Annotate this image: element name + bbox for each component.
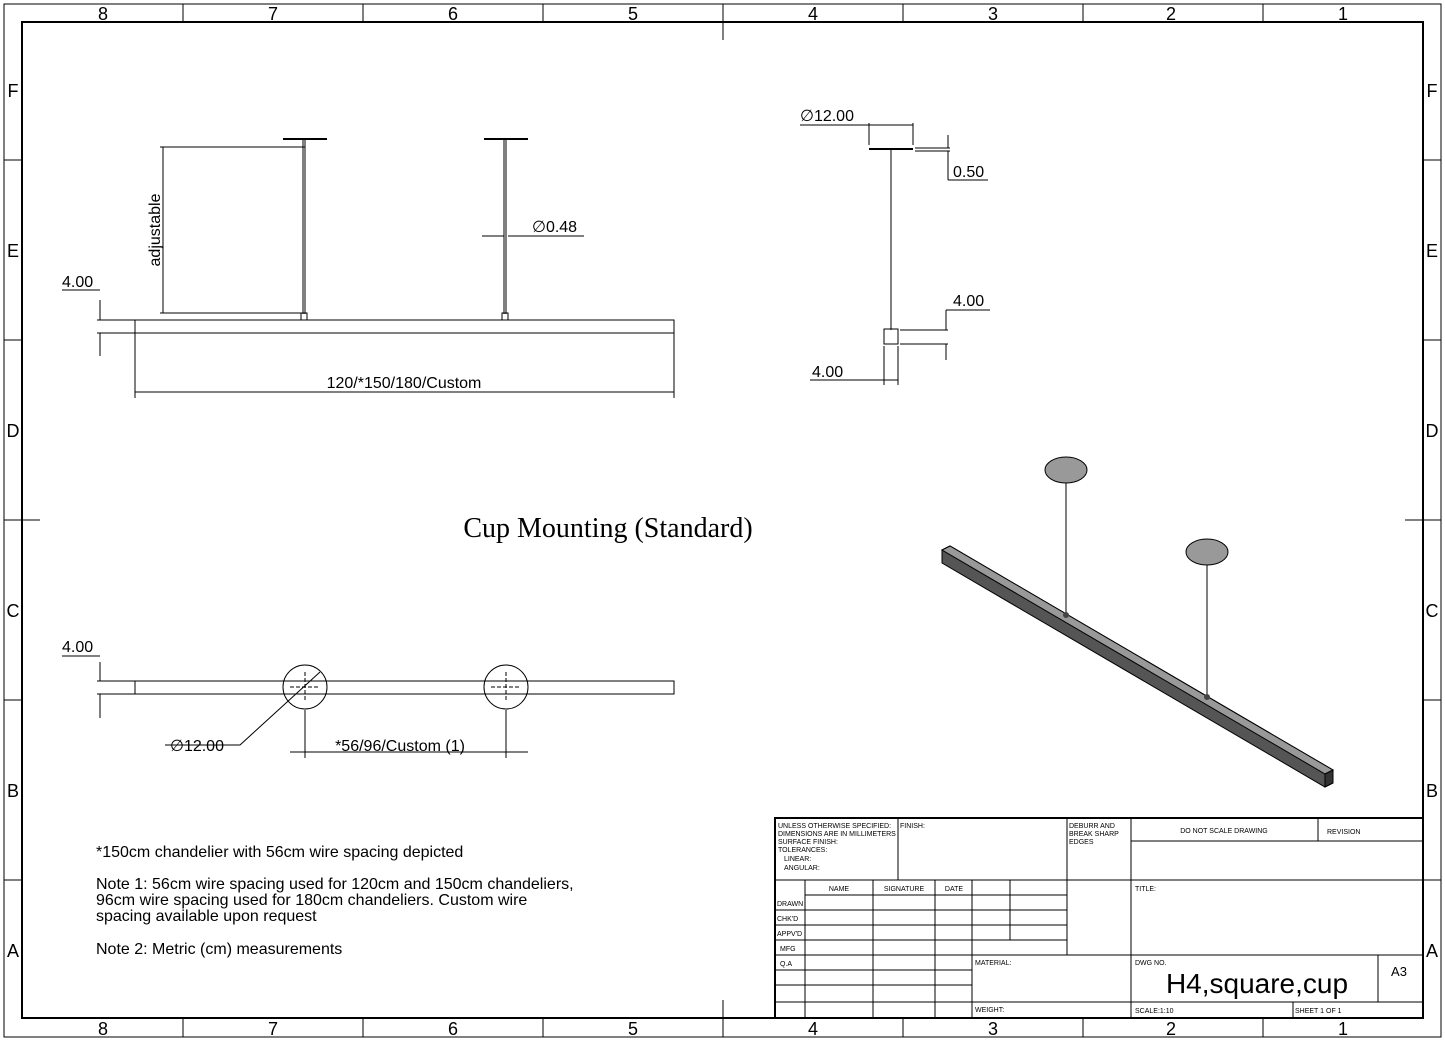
canopy-thickness-dimension: 0.50 xyxy=(953,164,984,181)
spec-line: UNLESS OTHERWISE SPECIFIED: xyxy=(778,823,891,830)
note-line: Note 2: Metric (cm) measurements xyxy=(96,941,342,958)
zone-row: D xyxy=(1426,421,1439,441)
title-block: UNLESS OTHERWISE SPECIFIED: DIMENSIONS A… xyxy=(774,817,1424,1019)
role-label: CHK'D xyxy=(777,916,798,923)
drawing-number: H4,square,cup xyxy=(1166,968,1348,999)
spec-line: SURFACE FINISH: xyxy=(778,839,838,846)
adjustable-label: adjustable xyxy=(147,193,164,266)
zone-col: 4 xyxy=(808,4,818,24)
weight-label: WEIGHT: xyxy=(975,1007,1004,1014)
zone-row: F xyxy=(8,81,19,101)
zone-col: 5 xyxy=(628,1019,638,1039)
note-line: *150cm chandelier with 56cm wire spacing… xyxy=(96,844,463,861)
notes: *150cm chandelier with 56cm wire spacing… xyxy=(96,844,574,958)
canopy-diameter-dimension: ∅12.00 xyxy=(800,108,854,125)
front-view: adjustable 4.00 120/*150/180/Custom ∅0.4… xyxy=(62,138,675,398)
zone-col: 3 xyxy=(988,1019,998,1039)
length-dimension: 120/*150/180/Custom xyxy=(327,375,482,392)
bottom-height-dimension: 4.00 xyxy=(62,639,93,656)
material-label: MATERIAL: xyxy=(975,960,1011,967)
zone-row: A xyxy=(7,941,19,961)
sheet-size: A3 xyxy=(1391,964,1407,979)
scale-label: SCALE:1:10 xyxy=(1135,1008,1174,1015)
deburr-line: BREAK SHARP xyxy=(1069,831,1119,838)
header-date: DATE xyxy=(945,886,963,893)
zone-col: 8 xyxy=(98,1019,108,1039)
drawing-title: Cup Mounting (Standard) xyxy=(463,513,752,544)
zone-dividers xyxy=(4,4,1441,1037)
zone-col: 6 xyxy=(448,1019,458,1039)
note-line: Note 1: 56cm wire spacing used for 120cm… xyxy=(96,876,574,893)
wire-spacing-dimension: *56/96/Custom (1) xyxy=(335,738,465,755)
zone-col: 1 xyxy=(1338,1019,1348,1039)
title-label: TITLE: xyxy=(1135,886,1156,893)
header-signature: SIGNATURE xyxy=(884,886,925,893)
zone-col: 4 xyxy=(808,1019,818,1039)
role-label: APPV'D xyxy=(777,931,802,938)
zone-col: 3 xyxy=(988,4,998,24)
zone-col: 5 xyxy=(628,4,638,24)
bar-height-dimension: 4.00 xyxy=(953,293,984,310)
zone-row: A xyxy=(1426,941,1438,961)
zone-col: 8 xyxy=(98,4,108,24)
bar-width-dimension: 4.00 xyxy=(812,364,843,381)
zone-row: C xyxy=(7,601,20,621)
zone-col: 2 xyxy=(1166,4,1176,24)
zone-col: 1 xyxy=(1338,4,1348,24)
bottom-view: 4.00 ∅12.00 *56/96/Custom (1) xyxy=(62,639,675,758)
sheet-label: SHEET 1 OF 1 xyxy=(1295,1008,1342,1015)
deburr-line: EDGES xyxy=(1069,839,1094,846)
revision-label: REVISION xyxy=(1327,829,1360,836)
role-label: DRAWN xyxy=(777,901,803,908)
spec-line: DIMENSIONS ARE IN MILLIMETERS xyxy=(778,831,896,838)
zone-row: C xyxy=(1426,601,1439,621)
spec-line: ANGULAR: xyxy=(784,865,820,872)
zone-row: E xyxy=(7,241,19,261)
zone-col: 7 xyxy=(268,1019,278,1039)
zone-row: D xyxy=(7,421,20,441)
isometric-view xyxy=(940,456,1335,788)
dwg-no-label: DWG NO. xyxy=(1135,960,1167,967)
spec-line: TOLERANCES: xyxy=(778,847,827,854)
zone-row: E xyxy=(1426,241,1438,261)
deburr-line: DEBURR AND xyxy=(1069,823,1115,830)
spec-line: LINEAR: xyxy=(784,856,811,863)
header-name: NAME xyxy=(829,886,850,893)
do-not-scale-label: DO NOT SCALE DRAWING xyxy=(1180,828,1268,835)
zone-labels: 8 7 6 5 4 3 2 1 8 7 6 5 4 3 2 1 F E D C … xyxy=(7,4,1439,1039)
side-view: ∅12.00 0.50 4.00 4.00 xyxy=(800,108,990,385)
note-line: spacing available upon request xyxy=(96,908,317,925)
height-dimension: 4.00 xyxy=(62,274,93,291)
role-label: MFG xyxy=(780,946,796,953)
zone-row: B xyxy=(7,781,19,801)
zone-col: 6 xyxy=(448,4,458,24)
zone-col: 2 xyxy=(1166,1019,1176,1039)
cup-diameter-dimension: ∅12.00 xyxy=(170,738,224,755)
finish-label: FINISH: xyxy=(900,823,925,830)
zone-row: F xyxy=(1427,81,1438,101)
note-line: 96cm wire spacing used for 180cm chandel… xyxy=(96,892,527,909)
wire-diameter-dimension: ∅0.48 xyxy=(532,219,577,236)
role-label: Q.A xyxy=(780,961,792,968)
zone-col: 7 xyxy=(268,4,278,24)
zone-row: B xyxy=(1426,781,1438,801)
